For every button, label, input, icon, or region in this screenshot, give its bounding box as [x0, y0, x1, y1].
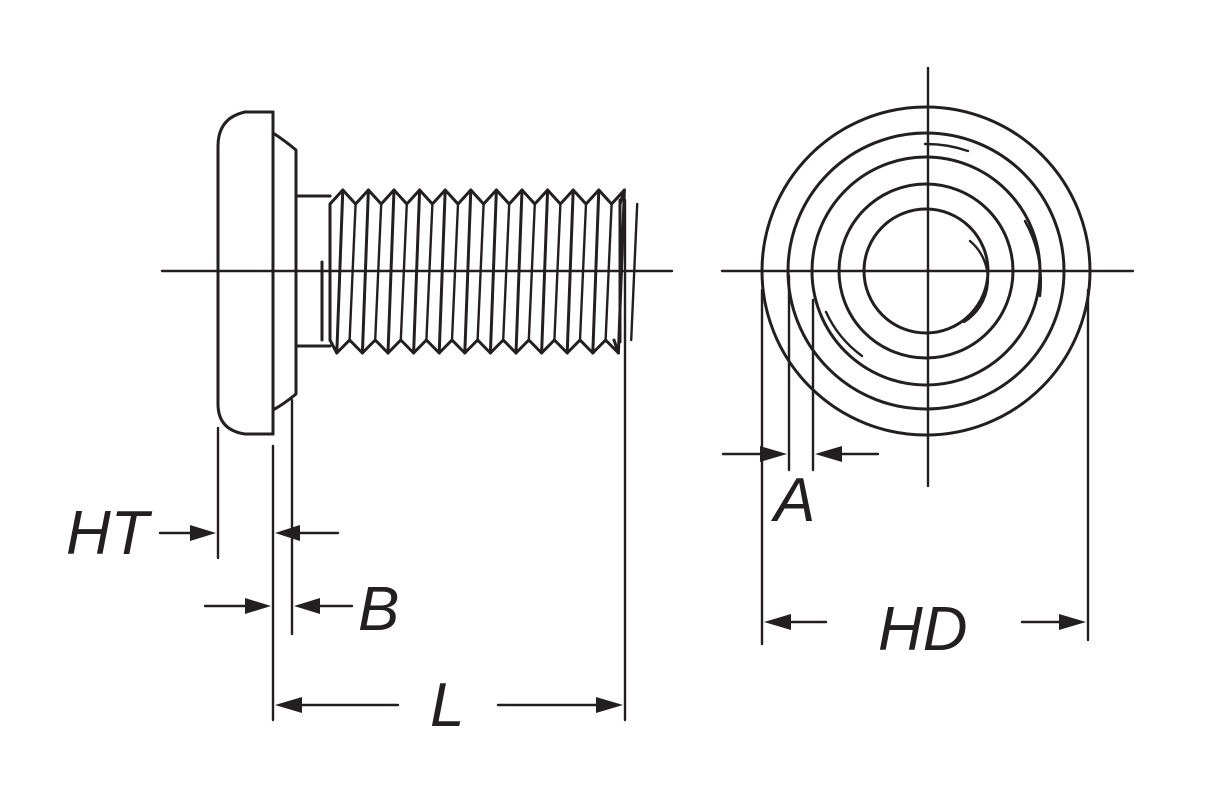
thread-crest-line — [565, 188, 575, 355]
dimension-a: A — [721, 274, 880, 535]
dimension-l: L — [275, 198, 627, 740]
thread-crest-line — [463, 188, 473, 355]
thread-top-profile — [328, 188, 626, 206]
thread-root-line — [374, 202, 383, 342]
thread-root-line — [553, 202, 562, 342]
thread-crest-line — [591, 188, 601, 355]
label-l: L — [430, 671, 464, 740]
dimension-ht: HT — [66, 426, 220, 568]
thread-crest-line — [540, 188, 550, 355]
screw-head — [216, 110, 298, 436]
label-hd: HD — [878, 595, 968, 664]
thread-root-line — [399, 202, 408, 342]
label-ht: HT — [66, 499, 153, 568]
label-b: B — [358, 575, 399, 644]
thread-crest-line — [437, 188, 447, 355]
screw-thread — [328, 188, 639, 355]
thread-root-line — [425, 202, 434, 342]
end-view-centerlines — [720, 66, 1135, 488]
thread-root-line — [476, 202, 485, 342]
thread-root-line — [450, 202, 460, 342]
thread-crest-line — [360, 188, 370, 355]
label-a: A — [770, 466, 815, 535]
thread-crest-line — [386, 188, 396, 355]
thread-root-line — [527, 202, 536, 342]
screw-shank — [294, 194, 332, 348]
thread-root-line — [630, 202, 639, 342]
dimension-hd: HD — [760, 288, 1090, 664]
thread-crest-line — [335, 188, 345, 355]
thread-root-line — [604, 202, 613, 342]
thread-crest-line — [412, 188, 422, 355]
side-view: HT B L — [66, 110, 674, 740]
thread-root-line — [578, 202, 588, 342]
end-view: A HD — [720, 66, 1135, 664]
thread-root-line — [348, 202, 357, 342]
thread-crest-line — [514, 188, 524, 355]
thread-root-line — [502, 202, 511, 342]
thread-crest-line — [488, 188, 498, 355]
thread-bottom-profile — [328, 338, 620, 355]
dimension-b: B — [203, 398, 399, 722]
